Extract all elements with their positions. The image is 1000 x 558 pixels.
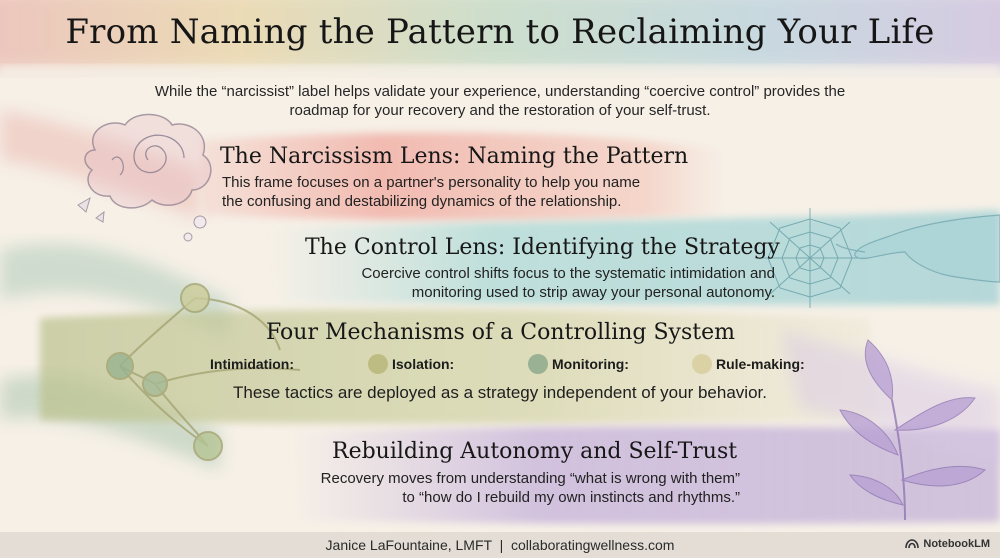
mechanisms-caption: These tactics are deployed as a strategy… xyxy=(233,383,767,402)
mechanism-rule-making: Rule-making: xyxy=(716,356,805,372)
section-body-control-lens: Coercive control shifts focus to the sys… xyxy=(361,265,775,301)
spider-web-hand-icon xyxy=(755,208,1000,308)
section-body-rebuilding: Recovery moves from understanding “what … xyxy=(320,470,740,506)
mechanism-monitoring: Monitoring: xyxy=(552,356,629,372)
mechanism-intimidation: Intimidation: xyxy=(210,356,294,372)
section-title-rebuilding: Rebuilding Autonomy and Self-Trust xyxy=(332,439,738,464)
mechanism-dot-icon xyxy=(368,354,388,374)
network-nodes-icon xyxy=(106,283,301,461)
mechanism-dot-icon xyxy=(692,354,712,374)
intro-text: While the “narcissist” label helps valid… xyxy=(154,83,846,119)
footer-author: Janice LaFountaine, LMFT | collaborating… xyxy=(325,537,675,553)
purple-plant-icon xyxy=(839,339,986,521)
section-title-mechanisms: Four Mechanisms of a Controlling System xyxy=(266,320,735,345)
notebooklm-logo-icon xyxy=(905,539,920,549)
footer-bar: Janice LaFountaine, LMFT | collaborating… xyxy=(0,532,1000,558)
brand-label: NotebookLM xyxy=(923,538,990,550)
brain-cloud-icon xyxy=(77,113,212,242)
mechanism-isolation: Isolation: xyxy=(392,356,455,372)
section-body-narcissism-lens: This frame focuses on a partner's person… xyxy=(222,174,641,210)
section-title-narcissism-lens: The Narcissism Lens: Naming the Pattern xyxy=(220,144,689,169)
page-title: From Naming the Pattern to Reclaiming Yo… xyxy=(65,12,935,52)
notebooklm-brand: NotebookLM xyxy=(905,538,990,550)
mechanism-dot-icon xyxy=(528,354,548,374)
section-title-control-lens: The Control Lens: Identifying the Strate… xyxy=(305,235,780,260)
